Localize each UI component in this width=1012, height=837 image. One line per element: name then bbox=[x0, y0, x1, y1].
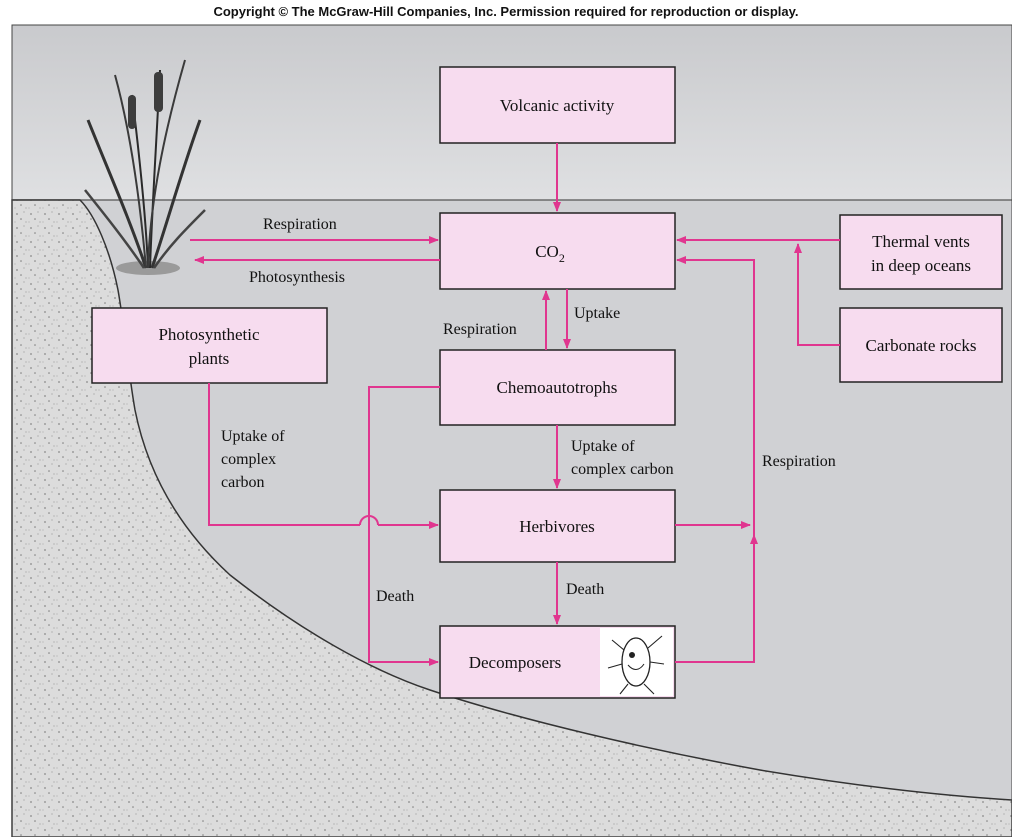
box-carbonate-rocks: Carbonate rocks bbox=[840, 308, 1002, 382]
label-uptake-complex-3: carbon bbox=[221, 474, 265, 491]
box-photosynthetic-plants: Photosynthetic plants bbox=[92, 308, 327, 383]
label-uptake: Uptake bbox=[574, 305, 620, 322]
label-uptake-complex-1: Uptake of bbox=[221, 428, 285, 445]
carbonate-rocks-label: Carbonate rocks bbox=[866, 336, 977, 355]
label-uptake-chemo-2: complex carbon bbox=[571, 461, 674, 478]
box-thermal-vents: Thermal vents in deep oceans bbox=[840, 215, 1002, 289]
label-uptake-complex-2: complex bbox=[221, 451, 276, 468]
volcanic-activity-label: Volcanic activity bbox=[500, 96, 615, 115]
box-decomposers: Decomposers bbox=[440, 626, 675, 698]
thermal-vents-line2: in deep oceans bbox=[871, 256, 971, 275]
label-death-mid: Death bbox=[566, 581, 604, 598]
box-herbivores: Herbivores bbox=[440, 490, 675, 562]
photosynthetic-plants-line1: Photosynthetic bbox=[158, 325, 260, 344]
box-chemoautotrophs: Chemoautotrophs bbox=[440, 350, 675, 425]
chemoautotrophs-label: Chemoautotrophs bbox=[497, 378, 618, 397]
decomposers-label: Decomposers bbox=[469, 653, 562, 672]
herbivores-label: Herbivores bbox=[519, 517, 595, 536]
box-co2: CO2 bbox=[440, 213, 675, 289]
label-respiration-right: Respiration bbox=[762, 453, 836, 470]
thermal-vents-line1: Thermal vents bbox=[872, 232, 970, 251]
box-volcanic-activity: Volcanic activity bbox=[440, 67, 675, 143]
label-respiration-top: Respiration bbox=[263, 216, 337, 233]
photosynthetic-plants-line2: plants bbox=[189, 349, 230, 368]
label-photosynthesis: Photosynthesis bbox=[249, 269, 345, 286]
label-respiration-chemo: Respiration bbox=[443, 321, 517, 338]
label-uptake-chemo-1: Uptake of bbox=[571, 438, 635, 455]
label-death-left: Death bbox=[376, 588, 414, 605]
